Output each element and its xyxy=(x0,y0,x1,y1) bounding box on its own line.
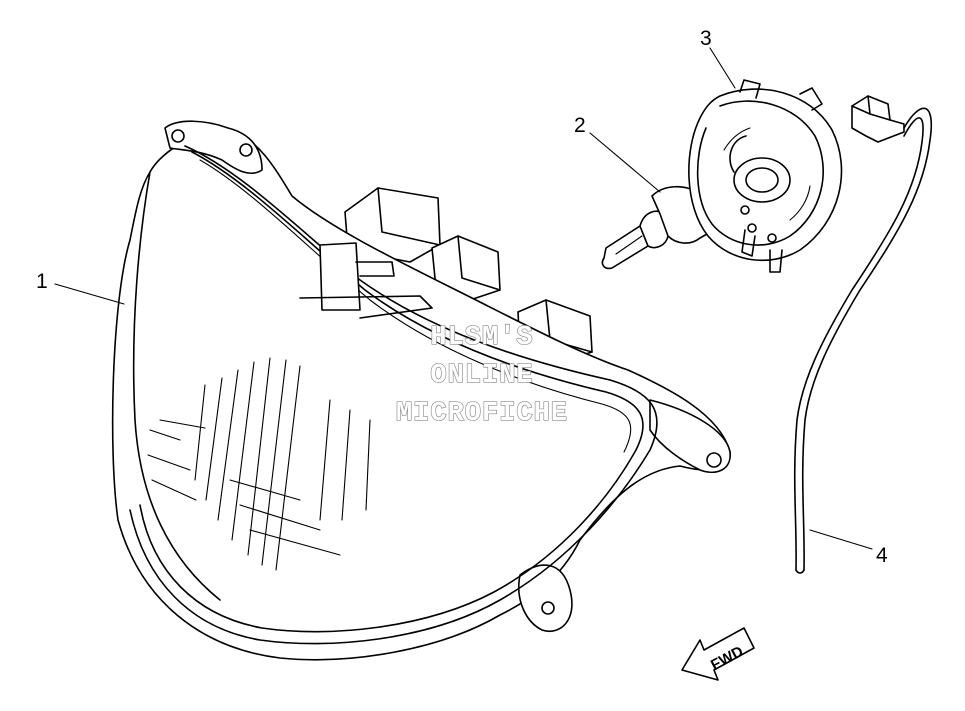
forward-arrow-icon: FWD xyxy=(681,627,755,681)
watermark-line-2: ONLINE xyxy=(430,361,533,391)
headlight-assembly xyxy=(111,120,731,661)
callout-4: 4 xyxy=(876,544,888,567)
watermark-line-1: HLSM'S xyxy=(430,323,533,353)
callout-1: 1 xyxy=(36,270,48,293)
callout-3: 3 xyxy=(700,27,712,50)
wire-harness-lead xyxy=(793,95,932,574)
callout-leaders xyxy=(54,47,873,550)
watermark-line-3: MICROFICHE xyxy=(396,399,568,429)
bulb-socket-cover xyxy=(688,79,843,273)
callout-2: 2 xyxy=(574,114,586,137)
